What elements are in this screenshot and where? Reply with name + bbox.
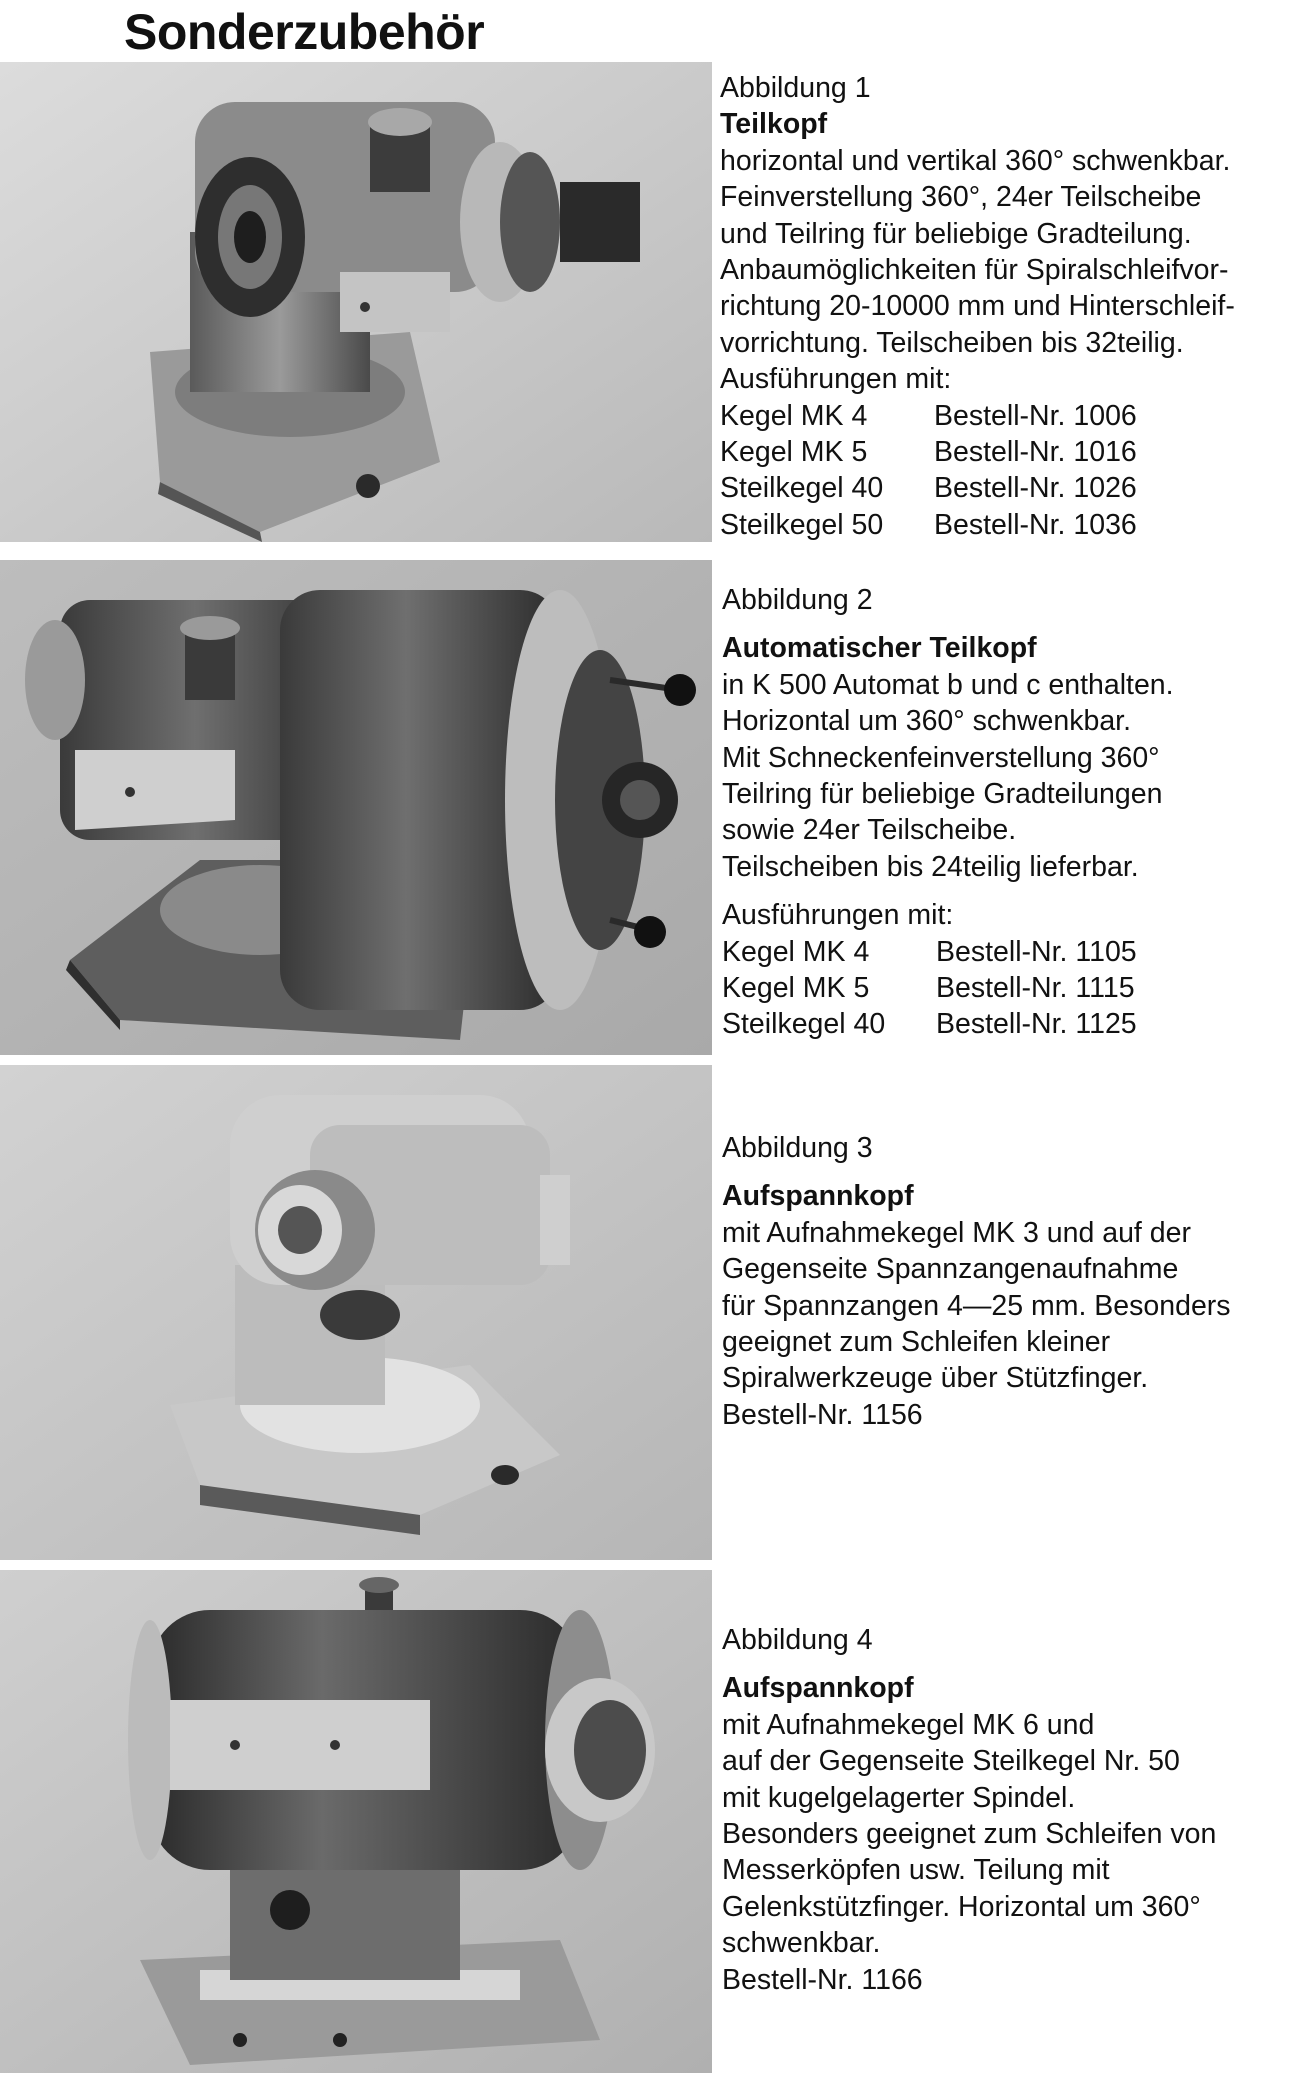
variant-row: Kegel MK 4 Bestell-Nr. 1006 [720, 398, 1290, 434]
variant-row: Kegel MK 4 Bestell-Nr. 1105 [722, 934, 1290, 970]
variant-order-number: Bestell-Nr. 1006 [934, 399, 1137, 432]
variant-row: Kegel MK 5 Bestell-Nr. 1115 [722, 970, 1290, 1006]
product-description: in K 500 Automat b und c enthalten. Hori… [722, 668, 1174, 883]
variant-order-number: Bestell-Nr. 1125 [936, 1008, 1137, 1041]
variants-title: Ausführungen mit: [720, 363, 952, 396]
variant-row: Steilkegel 40 Bestell-Nr. 1125 [722, 1006, 1290, 1042]
variant-row: Kegel MK 5 Bestell-Nr. 1016 [720, 434, 1290, 470]
variant-row: Steilkegel 50 Bestell-Nr. 1036 [720, 507, 1290, 543]
figure-label: Abbildung 2 [722, 584, 873, 616]
product-name: Aufspannkopf [722, 1180, 914, 1213]
variant-order-number: Bestell-Nr. 1115 [936, 972, 1135, 1005]
product-name: Aufspannkopf [722, 1672, 914, 1705]
variant-label: Kegel MK 5 [720, 436, 868, 469]
product-name: Automatischer Teilkopf [722, 632, 1037, 665]
variant-order-number: Bestell-Nr. 1016 [934, 436, 1137, 469]
variant-order-number: Bestell-Nr. 1036 [934, 508, 1137, 541]
variant-label: Kegel MK 5 [722, 972, 870, 1005]
photo-aufspannkopf-mk6 [0, 1570, 712, 2073]
photo-teilkopf [0, 62, 712, 542]
photo-aufspannkopf-mk3 [0, 1065, 712, 1560]
variant-label: Kegel MK 4 [720, 399, 868, 432]
figure-label: Abbildung 4 [722, 1624, 873, 1656]
variants-title: Ausführungen mit: [722, 899, 954, 932]
item-automatischer-teilkopf: Abbildung 2 Automatischer Teilkopf in K … [722, 582, 1290, 1043]
variant-order-number: Bestell-Nr. 1026 [934, 472, 1137, 505]
item-aufspannkopf-mk3: Abbildung 3 Aufspannkopf mit Aufnahmekeg… [722, 1130, 1290, 1433]
photo-automatischer-teilkopf [0, 560, 712, 1055]
figure-label: Abbildung 1 [720, 72, 871, 104]
variant-label: Steilkegel 40 [720, 472, 884, 505]
item-aufspannkopf-mk6: Abbildung 4 Aufspannkopf mit Aufnahmekeg… [722, 1622, 1290, 1998]
product-description: mit Aufnahmekegel MK 6 und auf der Gegen… [722, 1708, 1217, 1996]
variant-label: Kegel MK 4 [722, 935, 870, 968]
product-description: horizontal und vertikal 360° schwenkbar.… [720, 144, 1235, 359]
item-teilkopf: Abbildung 1 Teilkopf horizontal und vert… [720, 70, 1290, 543]
product-description: mit Aufnahmekegel MK 3 und auf der Gegen… [722, 1216, 1231, 1431]
product-name: Teilkopf [720, 108, 828, 141]
variant-label: Steilkegel 50 [720, 508, 884, 541]
variant-label: Steilkegel 40 [722, 1008, 886, 1041]
variant-order-number: Bestell-Nr. 1105 [936, 935, 1137, 968]
variant-row: Steilkegel 40 Bestell-Nr. 1026 [720, 470, 1290, 506]
page-title: Sonderzubehör [124, 4, 485, 60]
figure-label: Abbildung 3 [722, 1132, 873, 1164]
